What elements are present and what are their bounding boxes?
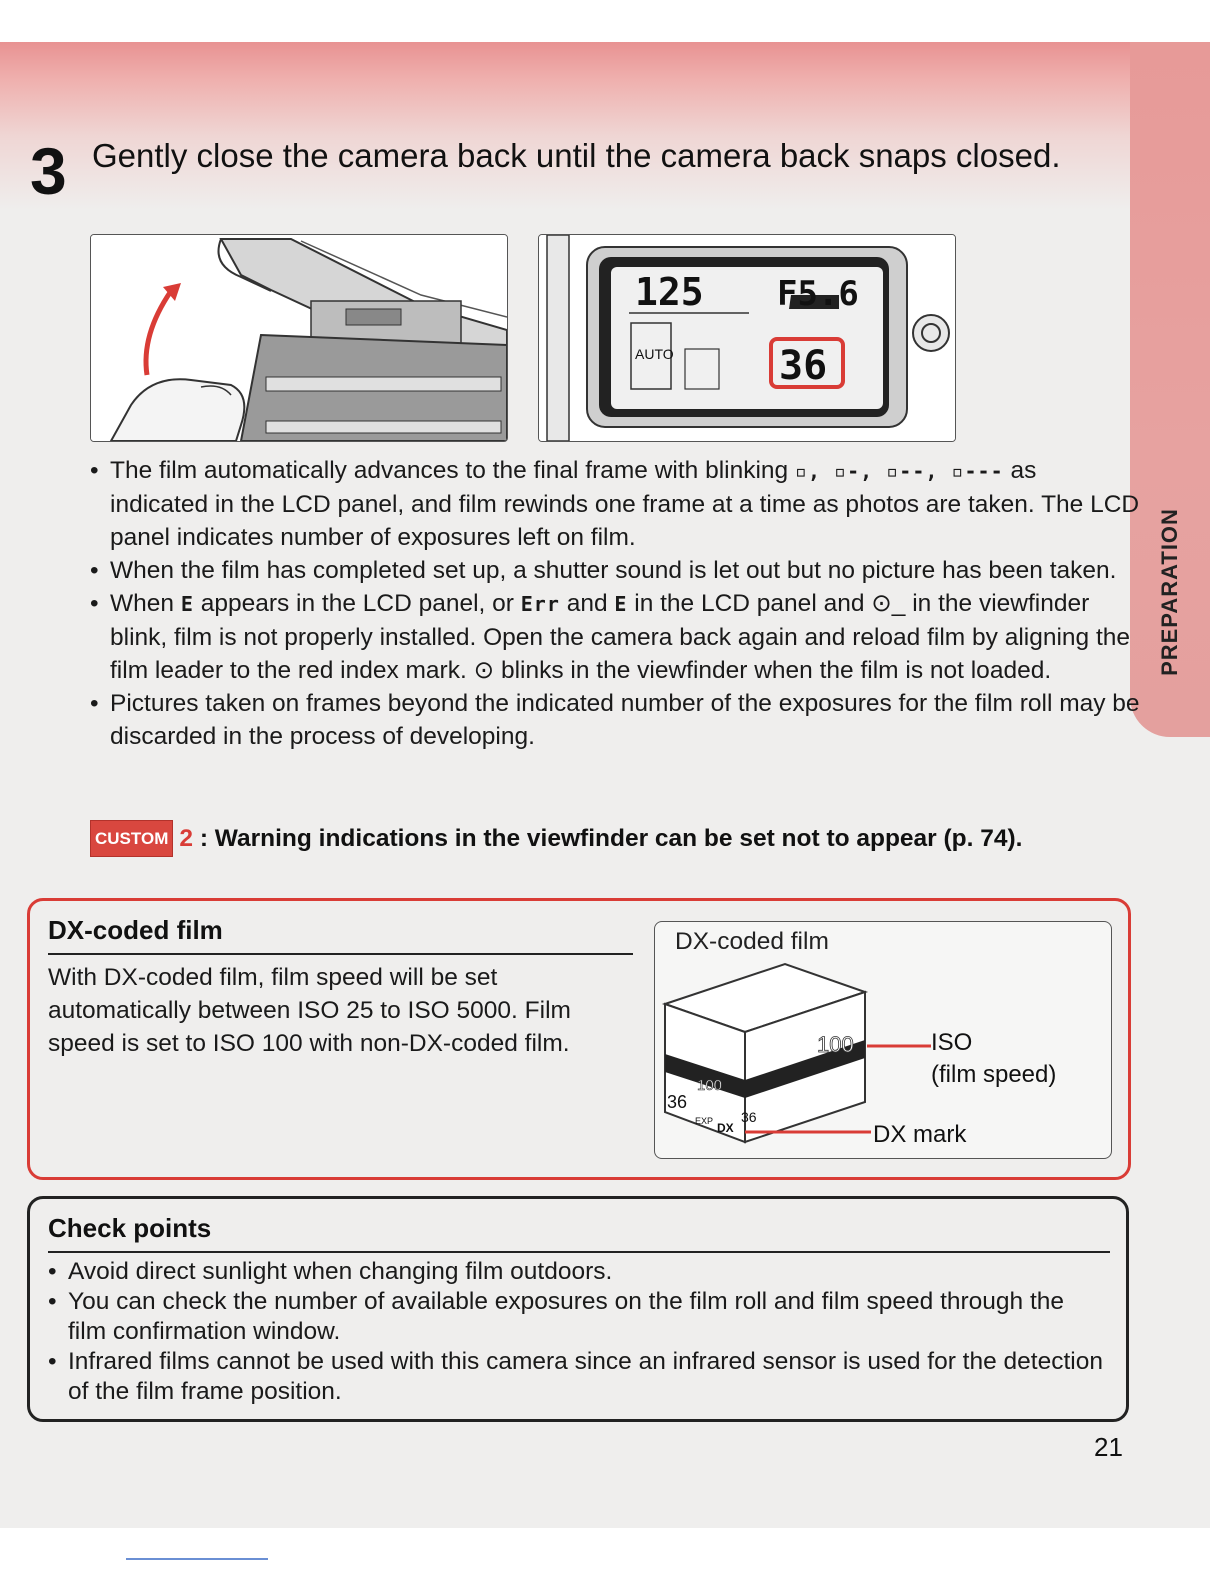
lcd-shutter-value: 125: [635, 270, 704, 314]
list-item: When the film has completed set up, a sh…: [90, 554, 1140, 587]
divider: [48, 1251, 1110, 1253]
dx-logo: DX: [717, 1121, 734, 1135]
film-icon: ⊙: [473, 657, 495, 684]
page-number: 21: [1094, 1432, 1123, 1462]
divider: [126, 1558, 268, 1560]
film-warning-icon: ⊙_: [871, 590, 906, 617]
list-item: The film automatically advances to the f…: [90, 454, 1140, 554]
dx-mark-label: DX mark: [873, 1121, 967, 1148]
check-points-title: Check points: [48, 1213, 212, 1243]
exposure-label: EXP: [695, 1116, 713, 1126]
film-speed-label: (film speed): [931, 1061, 1056, 1088]
side-iso-number: 100: [697, 1077, 722, 1094]
section-tab-label: PREPARATION: [1157, 508, 1182, 676]
lcd-e-symbol: E: [614, 592, 628, 616]
dx-box-text: With DX-coded film, film speed will be s…: [48, 964, 571, 1057]
custom-number: 2: [179, 825, 193, 852]
divider: [48, 953, 633, 955]
list-item: When E appears in the LCD panel, or Err …: [90, 587, 1140, 687]
check-points-box: Check points Avoid direct sunlight when …: [27, 1196, 1129, 1422]
dx-box-title: DX-coded film: [48, 915, 223, 945]
list-item: Pictures taken on frames beyond the indi…: [90, 687, 1140, 753]
lcd-panel-drawing: 125 F5.6 AUTO 36: [539, 235, 955, 441]
step-number: 3: [30, 134, 67, 208]
header-band: [0, 42, 1210, 252]
blinking-frame-symbols: ▫, ▫-, ▫--, ▫---: [794, 459, 1004, 483]
box-iso-number: 100: [817, 1032, 854, 1057]
section-tab: PREPARATION: [1130, 42, 1210, 737]
lcd-mode-label: AUTO: [635, 346, 674, 362]
check-points-list: Avoid direct sunlight when changing film…: [48, 1257, 1108, 1407]
custom-note-text: : Warning indications in the viewfinder …: [199, 825, 1023, 852]
dx-film-figure: DX-coded film 100 100 36 EXP DX 36 ISO (…: [654, 921, 1112, 1159]
list-item: Avoid direct sunlight when changing film…: [48, 1257, 1108, 1287]
camera-back-illustration: [90, 234, 508, 442]
exposure-count: 36: [667, 1092, 687, 1112]
lcd-frame-count: 36: [779, 343, 827, 389]
lcd-e-symbol: E: [180, 592, 194, 616]
iso-label: ISO: [931, 1029, 972, 1056]
step-notes: The film automatically advances to the f…: [90, 454, 1140, 753]
list-item: You can check the number of available ex…: [48, 1287, 1108, 1347]
box-exposure-number: 36: [741, 1109, 757, 1125]
custom-badge: CUSTOM: [90, 820, 174, 857]
dx-coded-film-box: DX-coded film With DX-coded film, film s…: [27, 898, 1131, 1180]
list-item: Infrared films cannot be used with this …: [48, 1347, 1108, 1407]
film-box-drawing: 100 100 36 EXP DX 36 ISO (film speed) DX…: [661, 962, 1056, 1148]
lcd-aperture-value: F5.6: [777, 274, 859, 314]
dx-figure-title: DX-coded film: [675, 928, 829, 955]
lcd-panel-illustration: 125 F5.6 AUTO 36: [538, 234, 956, 442]
camera-closing-drawing: [91, 235, 507, 441]
step-title: Gently close the camera back until the c…: [92, 137, 1061, 174]
lcd-err-symbol: Err: [520, 592, 560, 616]
